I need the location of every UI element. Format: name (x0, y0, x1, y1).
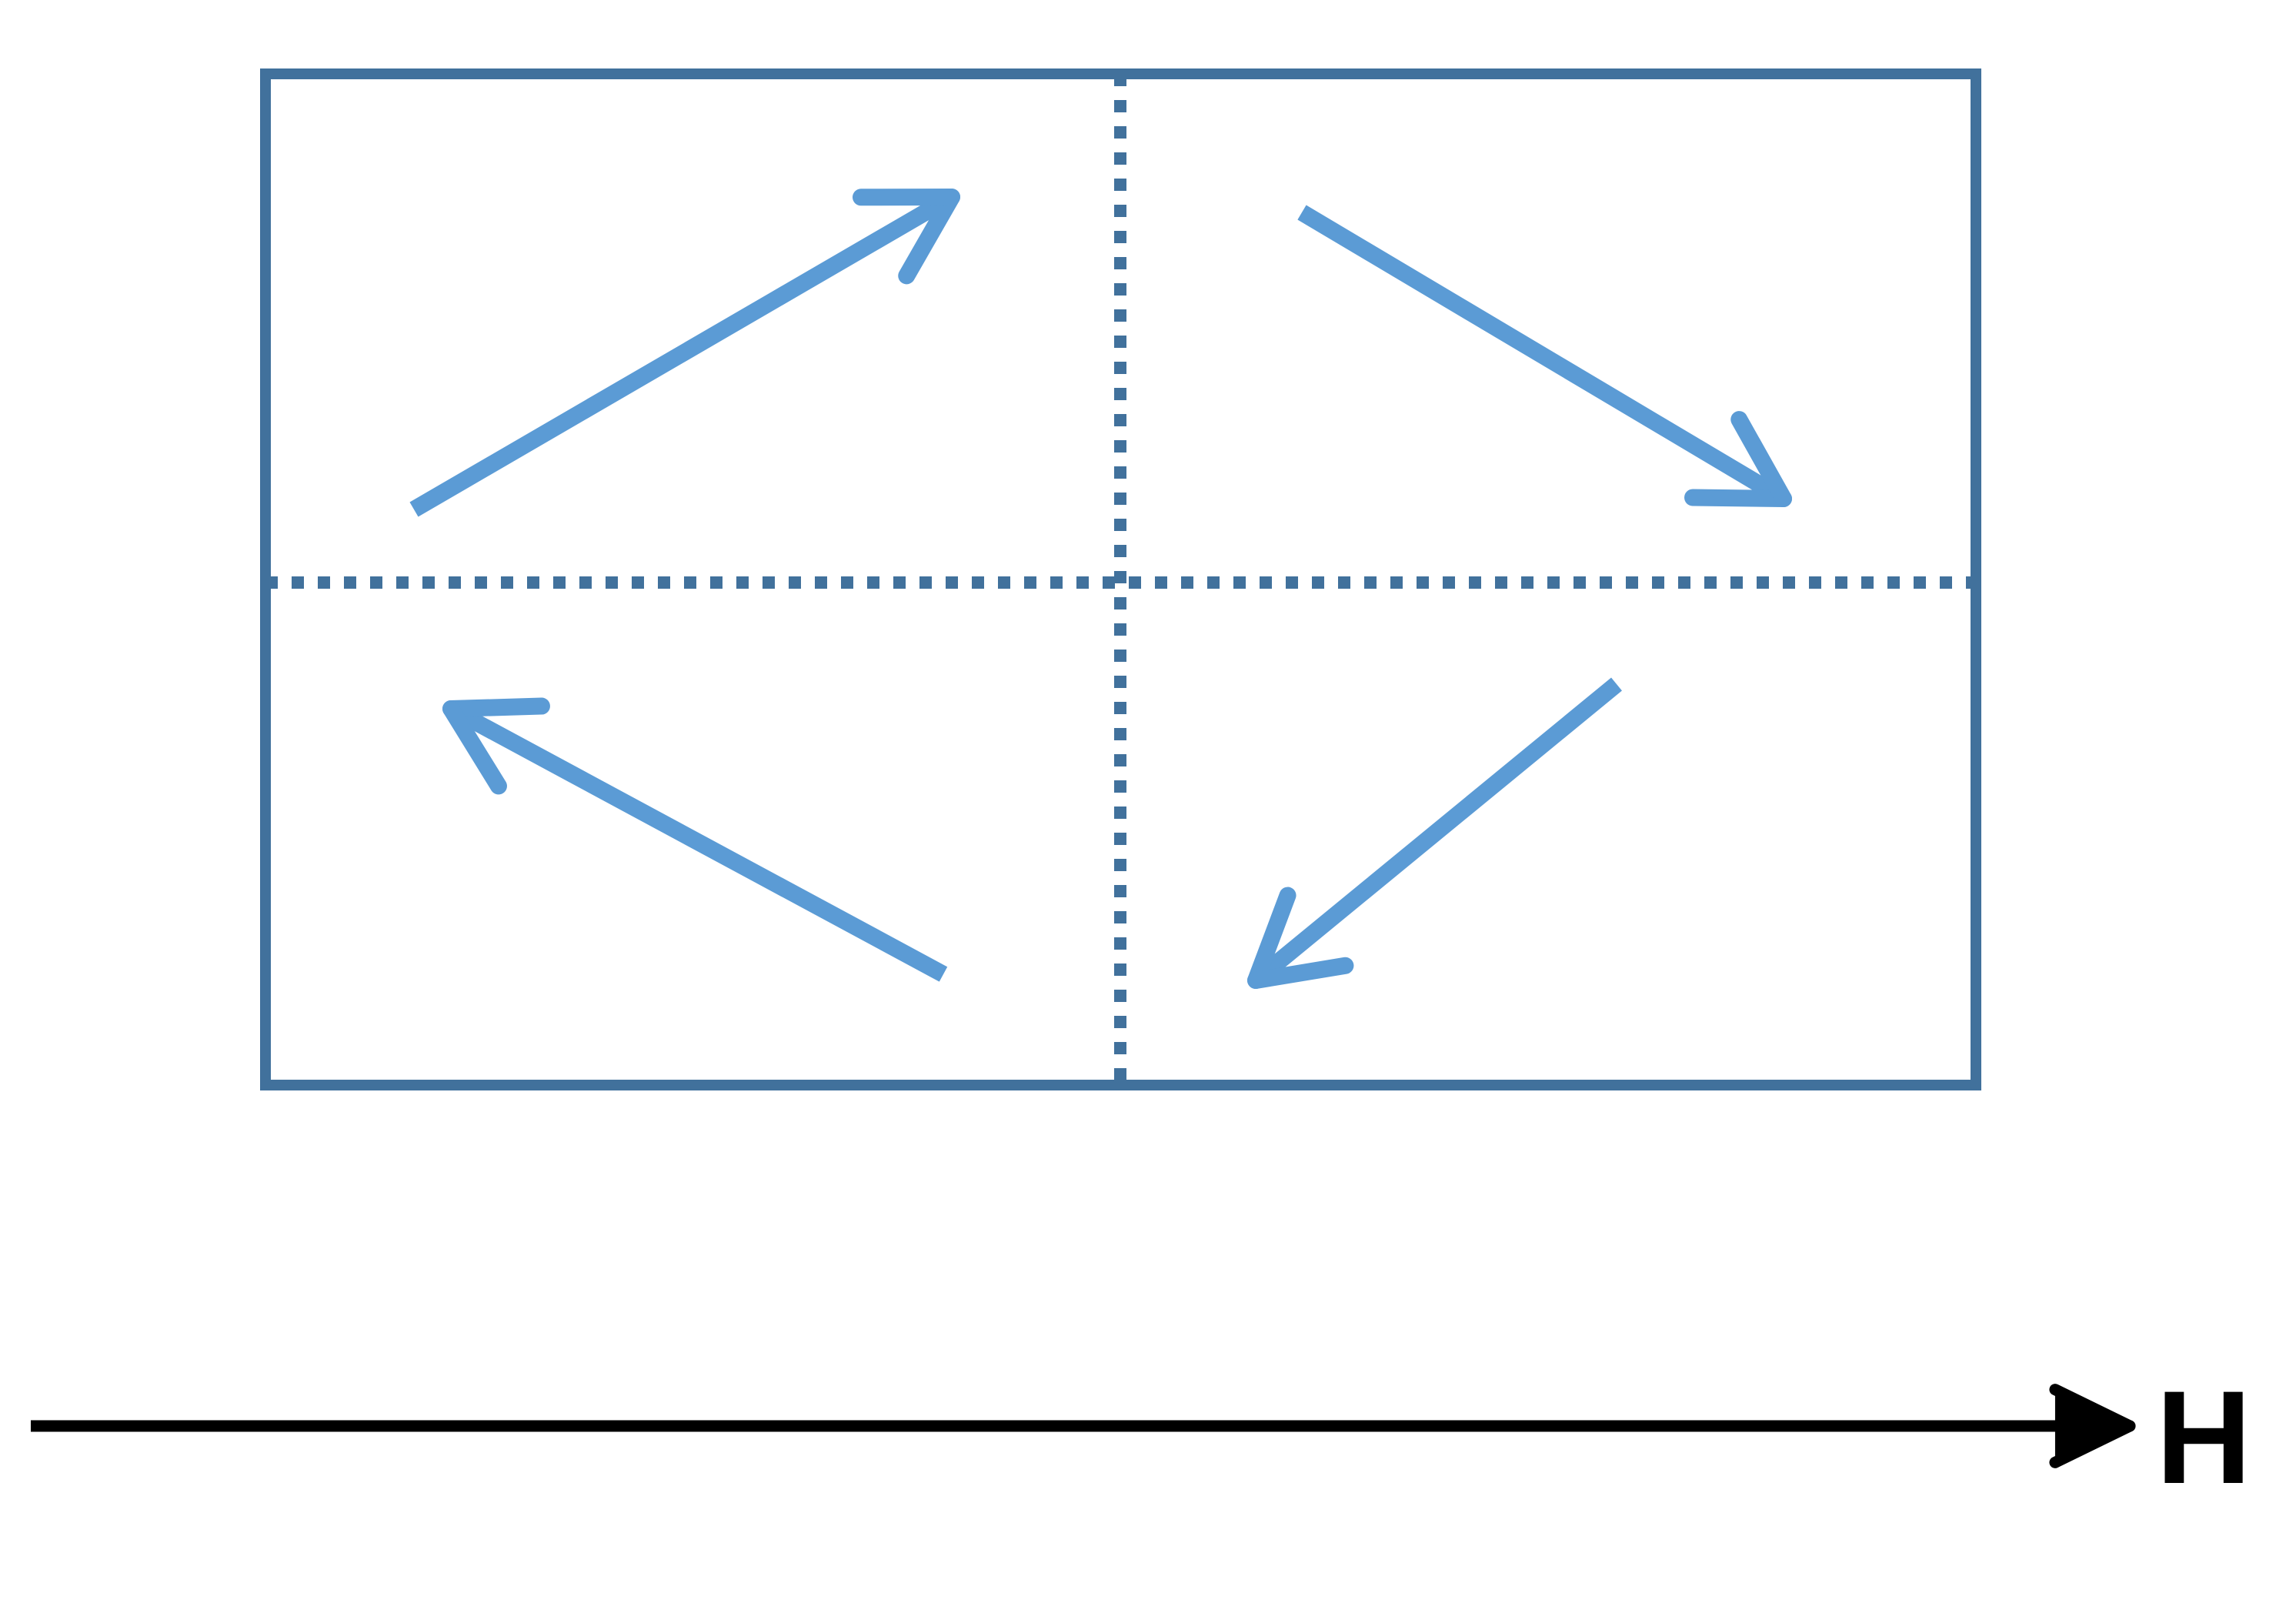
arrow-bottom-right-shaft (1250, 677, 1622, 987)
arrow-top-left-barb-1 (898, 189, 960, 285)
arrow-bottom-left-barb-2 (442, 700, 507, 795)
field-axis-label: H (2156, 1364, 2252, 1511)
arrow-bottom-right-barb-2 (1247, 957, 1354, 989)
arrow-top-left-shaft (409, 189, 956, 517)
arrow-bottom-left-shaft (446, 701, 948, 982)
field-axis-layer (31, 1384, 2136, 1468)
arrow-top-right (1297, 205, 1792, 507)
arrow-top-right-shaft (1297, 205, 1788, 506)
arrow-bottom-left-barb-1 (442, 697, 550, 717)
field-axis-arrowhead (2054, 1389, 2130, 1463)
quadrant-arrow-layer (409, 189, 1792, 989)
arrow-bottom-right (1247, 677, 1622, 989)
arrow-top-left (409, 189, 960, 517)
arrow-bottom-right-barb-1 (1247, 887, 1297, 989)
arrow-top-right-barb-2 (1730, 411, 1792, 507)
arrow-top-right-barb-1 (1684, 489, 1792, 507)
arrow-bottom-left (442, 697, 948, 982)
